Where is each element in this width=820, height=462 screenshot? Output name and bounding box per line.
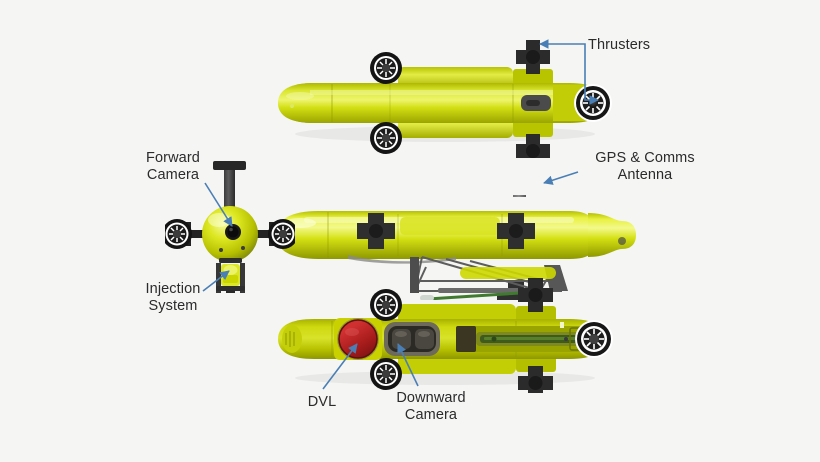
sensor-port [564,337,568,341]
belly-blister [348,255,456,264]
vertical-thruster-fore [357,213,395,249]
dvl-transducer [334,318,382,360]
side-view [276,195,636,300]
lateral-thruster-upper [370,289,402,321]
lateral-thruster-lower [370,358,402,390]
forward-camera [225,224,241,240]
vertical-thruster-bottom [518,366,553,393]
nose-vents [285,331,295,347]
label-downward-camera: Downward Camera [396,390,466,423]
label-dvl: DVL [307,394,337,410]
nose-highlight [286,92,314,100]
leader-gps-antenna [543,171,579,185]
cradle-payload-tube [460,267,556,279]
tail-propeller [575,320,613,358]
vertical-thruster-aft [497,213,535,249]
mid-pod [400,217,500,235]
lateral-thruster-lower [370,122,402,154]
label-injection-system: Injection System [145,281,201,314]
injection-system [216,258,245,293]
lateral-thruster-upper [370,52,402,84]
label-gps-antenna: GPS & Comms Antenna [595,150,695,183]
payload-bay [456,326,592,352]
nose-port-a [219,248,223,252]
lateral-thruster-left [165,219,192,249]
cradle-probe-tip [420,295,434,300]
nose-port [290,104,294,108]
antenna-mast [513,195,526,197]
tail-cap [618,237,626,245]
label-forward-camera: Forward Camera [146,150,200,183]
downward-camera-housing [384,322,440,356]
tail-propeller [574,84,612,122]
label-thrusters: Thrusters [588,37,651,53]
vertical-thruster-top [518,278,553,312]
hull-body [278,83,604,123]
access-hatch-inner [526,100,540,106]
nose-cap [282,325,302,353]
lateral-thruster-right [268,219,295,249]
nose-port-b [241,246,245,250]
bottom-view [278,278,613,393]
vertical-thruster-bottom [516,134,550,158]
top-view [278,40,612,158]
tail-bulb [588,213,636,257]
hull-marker-right [560,322,564,328]
vertical-thruster-top [516,40,550,74]
cradle-probe [427,291,521,300]
hull-specular [310,90,580,95]
sphere-highlight [208,213,230,227]
cradle-post-left [410,257,419,293]
